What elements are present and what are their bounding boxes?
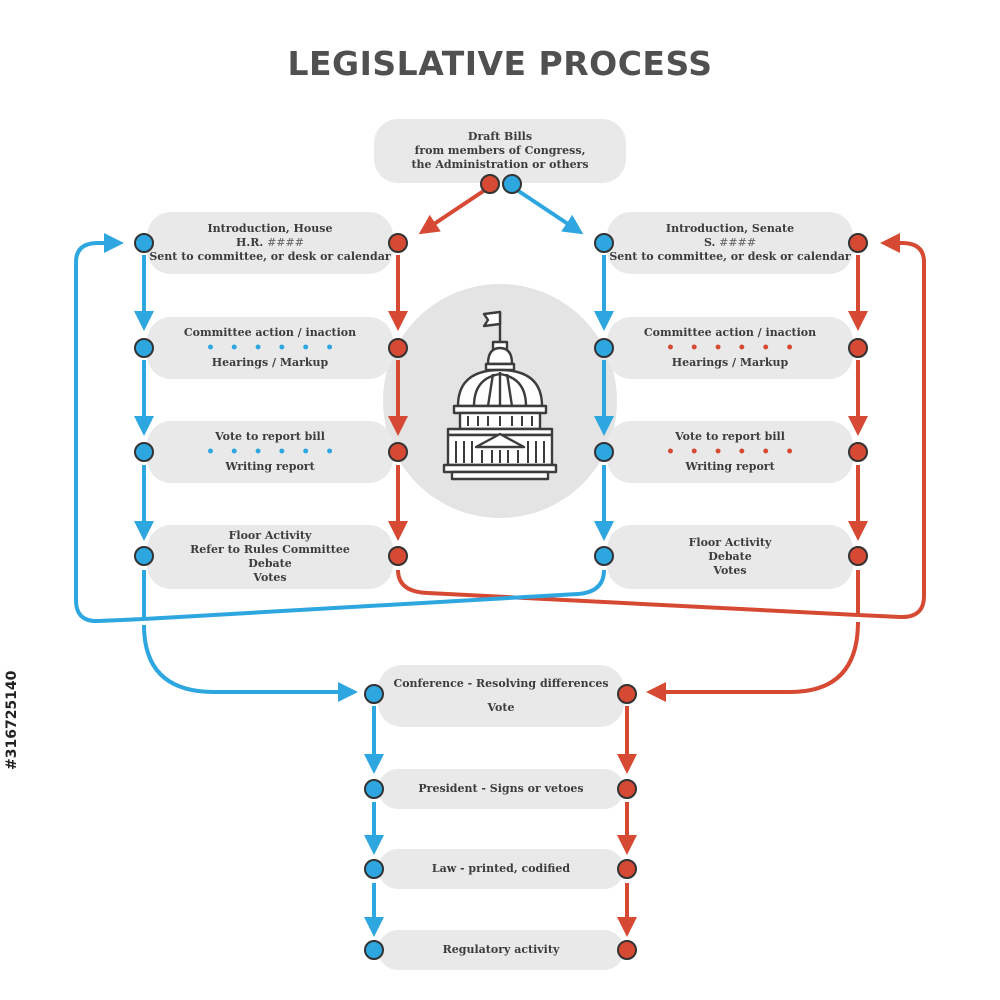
house-vote-dots: • • • • • •	[205, 444, 340, 460]
house-vote-red-node	[388, 442, 408, 462]
senate-introduction-box: Introduction, Senate S. #### Sent to com…	[607, 212, 853, 274]
president-blue-node	[364, 779, 384, 799]
house-vote-blue-node	[134, 442, 154, 462]
draft-blue-node	[502, 174, 522, 194]
capitol-building-icon	[442, 310, 558, 481]
house-vote-title: Vote to report bill	[215, 430, 325, 443]
senate-intro-title: Introduction, Senate	[665, 222, 795, 235]
stock-id-watermark: #316725140	[4, 670, 20, 770]
regulatory-red-node	[617, 940, 637, 960]
house-intro-red-node	[388, 233, 408, 253]
senate-vote-box: Vote to report bill • • • • • • Writing …	[607, 421, 853, 483]
president-box: President - Signs or vetoes	[378, 769, 624, 809]
senate-vote-title: Vote to report bill	[675, 430, 785, 443]
house-floor-line2: Refer to Rules Committee	[190, 543, 350, 556]
draft-to-senate-arrow	[515, 188, 584, 235]
regulatory-blue-node	[364, 940, 384, 960]
senate-floor-box: Floor Activity Debate Votes	[607, 525, 853, 589]
senate-vote-red-node	[848, 442, 868, 462]
senate-vote-sub: Writing report	[685, 460, 775, 473]
law-box: Law - printed, codified	[378, 849, 624, 889]
senate-floor-red-node	[848, 546, 868, 566]
house-committee-sub: Hearings / Markup	[211, 356, 329, 369]
senate-floor-line3: Votes	[713, 564, 747, 577]
senate-floor-blue-node	[594, 546, 614, 566]
senate-vote-dots: • • • • • •	[665, 444, 800, 460]
house-red-path	[388, 255, 859, 617]
house-floor-red-node	[388, 546, 408, 566]
house-blue-path	[134, 255, 358, 702]
house-intro-bill-number: H.R. ####	[236, 236, 304, 249]
senate-intro-bill-number: S. ####	[703, 236, 757, 249]
house-committee-title: Committee action / inaction	[183, 326, 357, 339]
senate-committee-blue-node	[594, 338, 614, 358]
senate-committee-sub: Hearings / Markup	[671, 356, 789, 369]
senate-intro-blue-node	[594, 233, 614, 253]
president-label: President - Signs or vetoes	[418, 782, 584, 795]
senate-committee-box: Committee action / inaction • • • • • • …	[607, 317, 853, 379]
law-label: Law - printed, codified	[431, 862, 571, 875]
conference-box: Conference - Resolving differences Vote	[378, 665, 624, 727]
conference-vote: Vote	[487, 701, 515, 714]
house-floor-line1: Floor Activity	[228, 529, 312, 542]
house-vote-sub: Writing report	[225, 460, 315, 473]
senate-committee-red-node	[848, 338, 868, 358]
law-blue-node	[364, 859, 384, 879]
house-committee-blue-node	[134, 338, 154, 358]
house-vote-box: Vote to report bill • • • • • • Writing …	[147, 421, 393, 483]
senate-blue-path	[74, 233, 614, 624]
house-intro-title: Introduction, House	[207, 222, 333, 235]
senate-floor-line1: Floor Activity	[688, 536, 772, 549]
senate-committee-dots: • • • • • •	[665, 340, 800, 356]
draft-line3: the Administration or others	[411, 158, 589, 171]
draft-to-house-arrow	[418, 188, 487, 235]
senate-intro-red-node	[848, 233, 868, 253]
senate-committee-title: Committee action / inaction	[643, 326, 817, 339]
senate-floor-line2: Debate	[708, 550, 752, 563]
house-floor-blue-node	[134, 546, 154, 566]
regulatory-label: Regulatory activity	[442, 943, 560, 956]
conference-title: Conference - Resolving differences	[393, 677, 609, 690]
senate-red-path	[646, 233, 926, 702]
page-title: LEGISLATIVE PROCESS	[287, 44, 713, 83]
draft-bills-box: Draft Bills from members of Congress, th…	[374, 119, 626, 183]
house-committee-box: Committee action / inaction • • • • • • …	[147, 317, 393, 379]
house-committee-red-node	[388, 338, 408, 358]
senate-intro-referral: Sent to committee, or desk or calendar	[609, 250, 851, 263]
house-floor-box: Floor Activity Refer to Rules Committee …	[147, 525, 393, 589]
draft-line2: from members of Congress,	[414, 144, 586, 157]
house-intro-referral: Sent to committee, or desk or calendar	[149, 250, 391, 263]
house-committee-dots: • • • • • •	[205, 340, 340, 356]
senate-vote-blue-node	[594, 442, 614, 462]
house-intro-blue-node	[134, 233, 154, 253]
president-red-node	[617, 779, 637, 799]
law-red-node	[617, 859, 637, 879]
draft-red-node	[480, 174, 500, 194]
conference-red-node	[617, 684, 637, 704]
regulatory-box: Regulatory activity	[378, 930, 624, 970]
draft-line1: Draft Bills	[467, 130, 533, 143]
house-introduction-box: Introduction, House H.R. #### Sent to co…	[147, 212, 393, 274]
house-floor-line3: Debate	[248, 557, 292, 570]
house-floor-line4: Votes	[253, 571, 287, 584]
conference-blue-node	[364, 684, 384, 704]
